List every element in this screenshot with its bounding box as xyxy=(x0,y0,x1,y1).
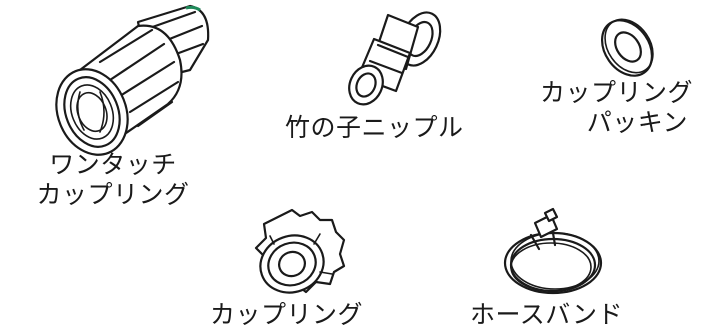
one-touch-coupling-illustration xyxy=(55,4,210,156)
coupling-label: カップリング xyxy=(210,300,363,330)
hose-band xyxy=(495,205,615,300)
bamboo-nipple-illustration xyxy=(348,11,442,106)
coupling-packing-label-line-1: カップリング xyxy=(540,78,694,107)
coupling-label-line-1: カップリング xyxy=(210,300,364,329)
one-touch-coupling-label: ワンタッチ カップリング xyxy=(23,150,203,210)
hose-band-illustration xyxy=(503,207,603,295)
bamboo-nipple-label: 竹の子ニップル xyxy=(285,113,464,143)
coupling-packing xyxy=(595,12,665,82)
bamboo-nipple-label-line-1: 竹の子ニップル xyxy=(285,113,464,142)
hose-band-label: ホースバンド xyxy=(470,300,623,330)
bamboo-nipple xyxy=(330,5,460,115)
coupling-packing-label: カップリング パッキン xyxy=(540,78,694,138)
coupling xyxy=(240,208,350,298)
green-accent xyxy=(185,5,201,12)
coupling-packing-illustration xyxy=(600,18,654,77)
coupling-illustration xyxy=(254,208,346,294)
one-touch-coupling-label-line-2: カップリング xyxy=(36,180,190,209)
coupling-packing-label-line-2: パッキン xyxy=(586,108,688,137)
one-touch-coupling-label-line-1: ワンタッチ xyxy=(49,150,177,179)
one-touch-coupling xyxy=(40,0,230,160)
hose-band-label-line-1: ホースバンド xyxy=(470,300,624,329)
